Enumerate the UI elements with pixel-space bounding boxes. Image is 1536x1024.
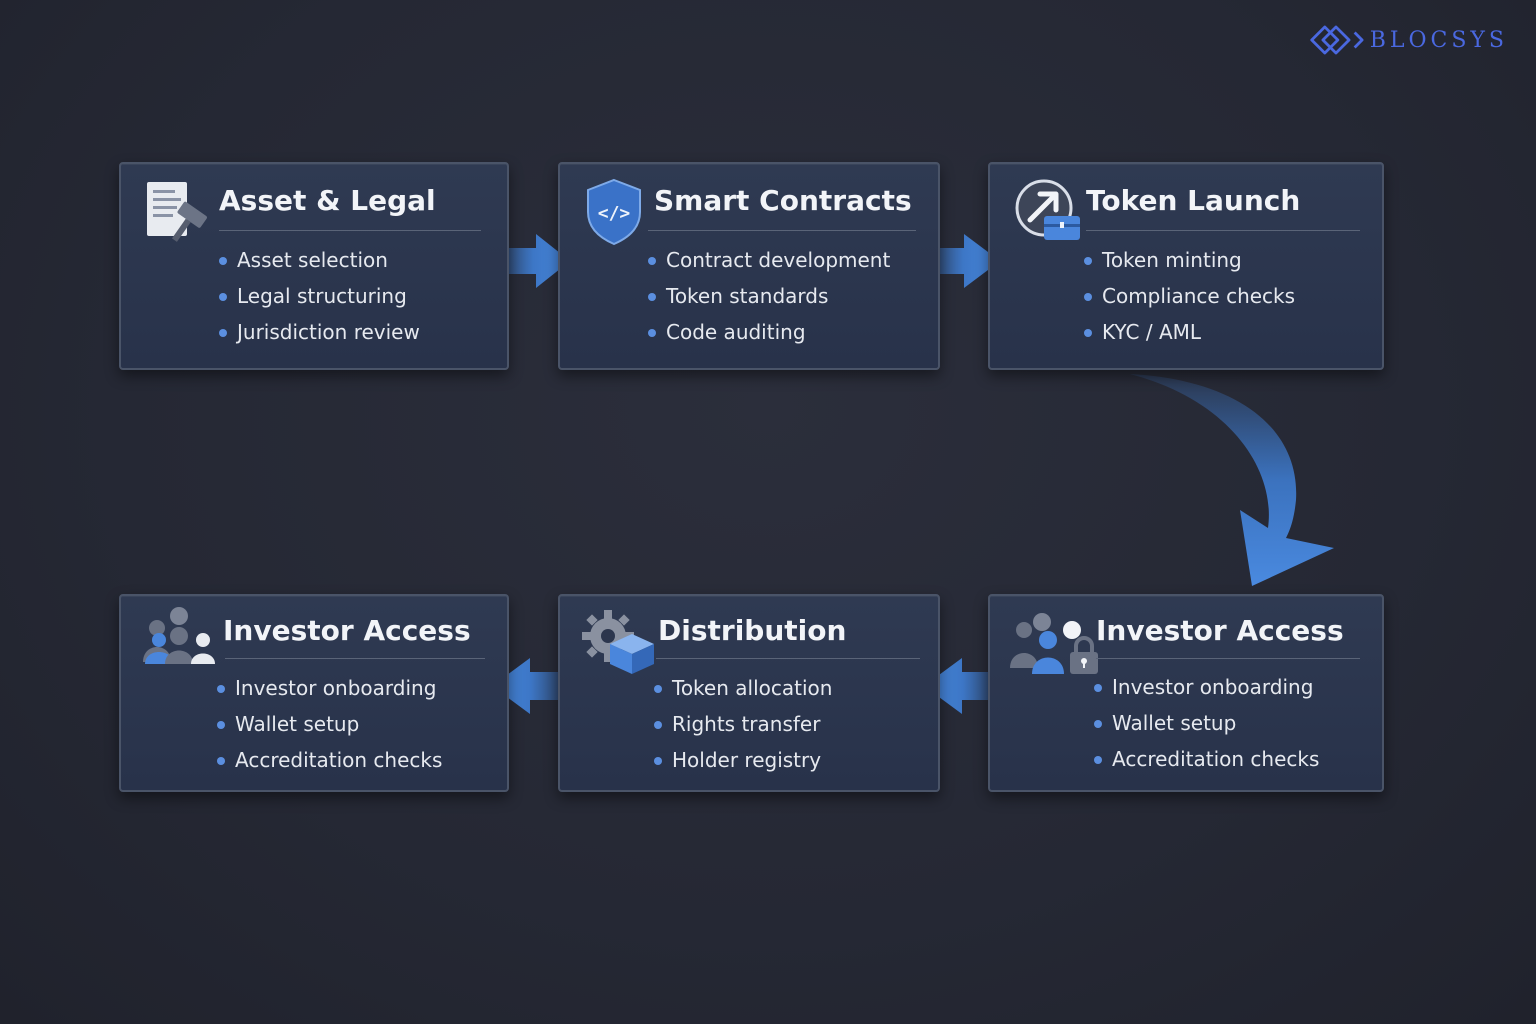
card-items: Contract development Token standards Cod… bbox=[648, 242, 890, 350]
card-investor-access-secure: Investor Access Investor onboarding Wall… bbox=[988, 594, 1384, 792]
list-item: Token minting bbox=[1084, 242, 1295, 278]
brand-name: BLOCSYS bbox=[1369, 27, 1508, 53]
list-item: Investor onboarding bbox=[217, 670, 442, 706]
bullet-dot bbox=[648, 293, 656, 301]
title-divider bbox=[656, 658, 920, 659]
brand-logo: BLOCSYS bbox=[1308, 18, 1508, 62]
launch-arrow-wallet-icon bbox=[1015, 179, 1080, 240]
card-asset-legal: Asset & Legal Asset selection Legal stru… bbox=[119, 162, 509, 370]
card-smart-contracts: </> Smart Contracts Contract development… bbox=[558, 162, 940, 370]
bullet-dot bbox=[1084, 329, 1092, 337]
title-divider bbox=[1086, 230, 1360, 231]
arrow-curve-3-to-4 bbox=[1130, 374, 1334, 586]
investor-lock-icon bbox=[1010, 613, 1098, 674]
card-distribution: Distribution Token allocation Rights tra… bbox=[558, 594, 940, 792]
list-item: Code auditing bbox=[648, 314, 890, 350]
bullet-dot bbox=[219, 329, 227, 337]
card-items: Token allocation Rights transfer Holder … bbox=[654, 670, 832, 778]
list-item: Accreditation checks bbox=[1094, 741, 1319, 777]
bullet-dot bbox=[654, 757, 662, 765]
svg-text:</>: </> bbox=[598, 203, 631, 224]
bullet-dot bbox=[1084, 257, 1092, 265]
bullet-dot bbox=[217, 685, 225, 693]
bullet-dot bbox=[654, 721, 662, 729]
list-item: Compliance checks bbox=[1084, 278, 1295, 314]
card-title: Investor Access bbox=[223, 614, 471, 647]
list-item: Asset selection bbox=[219, 242, 420, 278]
arrow-1-to-2 bbox=[488, 234, 570, 288]
bullet-dot bbox=[217, 721, 225, 729]
list-item: Wallet setup bbox=[217, 706, 442, 742]
card-token-launch: Token Launch Token minting Compliance ch… bbox=[988, 162, 1384, 370]
bullet-dot bbox=[648, 257, 656, 265]
bullet-dot bbox=[1094, 720, 1102, 728]
gear-box-icon bbox=[582, 610, 654, 674]
bullet-dot bbox=[1094, 756, 1102, 764]
bullet-dot bbox=[217, 757, 225, 765]
card-title: Investor Access bbox=[1096, 614, 1344, 647]
bullet-dot bbox=[654, 685, 662, 693]
card-items: Token minting Compliance checks KYC / AM… bbox=[1084, 242, 1295, 350]
list-item: Investor onboarding bbox=[1094, 669, 1319, 705]
card-title: Smart Contracts bbox=[654, 184, 912, 217]
bullet-dot bbox=[1094, 684, 1102, 692]
card-title: Token Launch bbox=[1086, 184, 1301, 217]
document-gavel-icon bbox=[147, 182, 207, 242]
bullet-dot bbox=[219, 293, 227, 301]
arrow-5-to-6 bbox=[492, 658, 578, 714]
bullet-dot bbox=[219, 257, 227, 265]
investor-group-icon bbox=[143, 607, 215, 664]
list-item: Rights transfer bbox=[654, 706, 832, 742]
title-divider bbox=[225, 658, 485, 659]
list-item: Token allocation bbox=[654, 670, 832, 706]
list-item: Holder registry bbox=[654, 742, 832, 778]
list-item: Jurisdiction review bbox=[219, 314, 420, 350]
card-title: Asset & Legal bbox=[219, 184, 436, 217]
bullet-dot bbox=[1084, 293, 1092, 301]
arrow-2-to-3 bbox=[918, 234, 1000, 288]
blocsys-logo-icon bbox=[1310, 25, 1364, 55]
list-item: Contract development bbox=[648, 242, 890, 278]
card-items: Investor onboarding Wallet setup Accredi… bbox=[1094, 669, 1319, 777]
list-item: Wallet setup bbox=[1094, 705, 1319, 741]
title-divider bbox=[648, 230, 916, 231]
list-item: Token standards bbox=[648, 278, 890, 314]
list-item: Legal structuring bbox=[219, 278, 420, 314]
title-divider bbox=[219, 230, 481, 231]
title-divider bbox=[1096, 658, 1360, 659]
bullet-dot bbox=[648, 329, 656, 337]
list-item: Accreditation checks bbox=[217, 742, 442, 778]
code-shield-icon: </> bbox=[587, 178, 641, 246]
card-items: Asset selection Legal structuring Jurisd… bbox=[219, 242, 420, 350]
card-title: Distribution bbox=[658, 614, 847, 647]
card-investor-access: Investor Access Investor onboarding Wall… bbox=[119, 594, 509, 792]
list-item: KYC / AML bbox=[1084, 314, 1295, 350]
card-items: Investor onboarding Wallet setup Accredi… bbox=[217, 670, 442, 778]
